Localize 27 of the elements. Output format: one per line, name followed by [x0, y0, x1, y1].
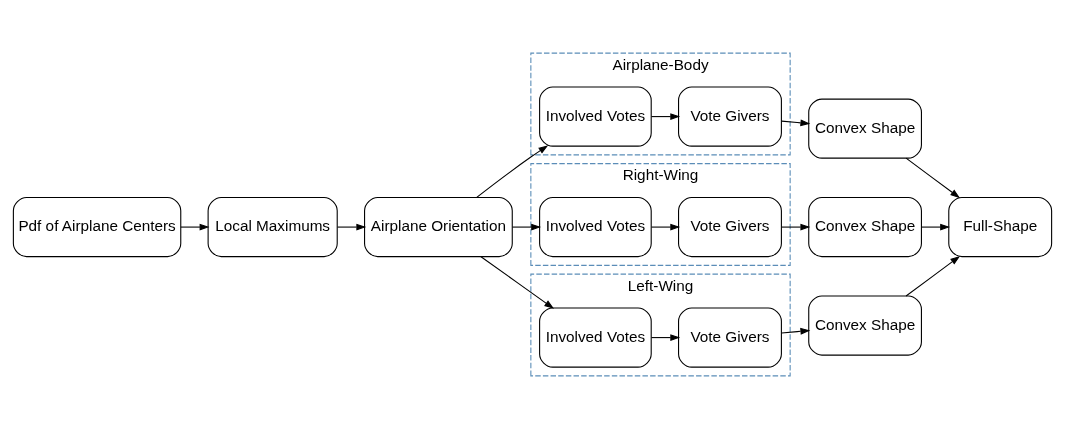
node-box: Pdf of Airplane Centers: [12, 197, 182, 258]
node-box: Full-Shape: [948, 197, 1053, 258]
arrow: [905, 157, 961, 199]
arrow: [905, 255, 961, 297]
node-box: Involved Votes: [539, 86, 652, 147]
node-box: Convex Shape: [808, 98, 922, 159]
node-box: Convex Shape: [808, 197, 922, 258]
arrow: [476, 145, 549, 198]
node-box: Airplane Orientation: [364, 197, 513, 258]
arrow: [650, 113, 681, 121]
arrow: [480, 256, 555, 309]
node-box: Involved Votes: [539, 197, 652, 258]
arrow: [511, 223, 542, 231]
arrow: [180, 223, 210, 231]
arrow: [781, 223, 811, 231]
node-box: Vote Givers: [678, 197, 782, 258]
node-box: Convex Shape: [808, 295, 922, 356]
arrow: [650, 334, 681, 342]
arrow: [650, 223, 681, 231]
arrow: [336, 223, 367, 231]
arrow: [781, 327, 811, 335]
arrow: [921, 223, 951, 231]
node-box: Vote Givers: [678, 86, 782, 147]
node-box: Local Maximums: [207, 197, 338, 258]
node-box: Involved Votes: [539, 307, 652, 368]
arrow: [781, 119, 811, 127]
node-box: Vote Givers: [678, 307, 782, 368]
